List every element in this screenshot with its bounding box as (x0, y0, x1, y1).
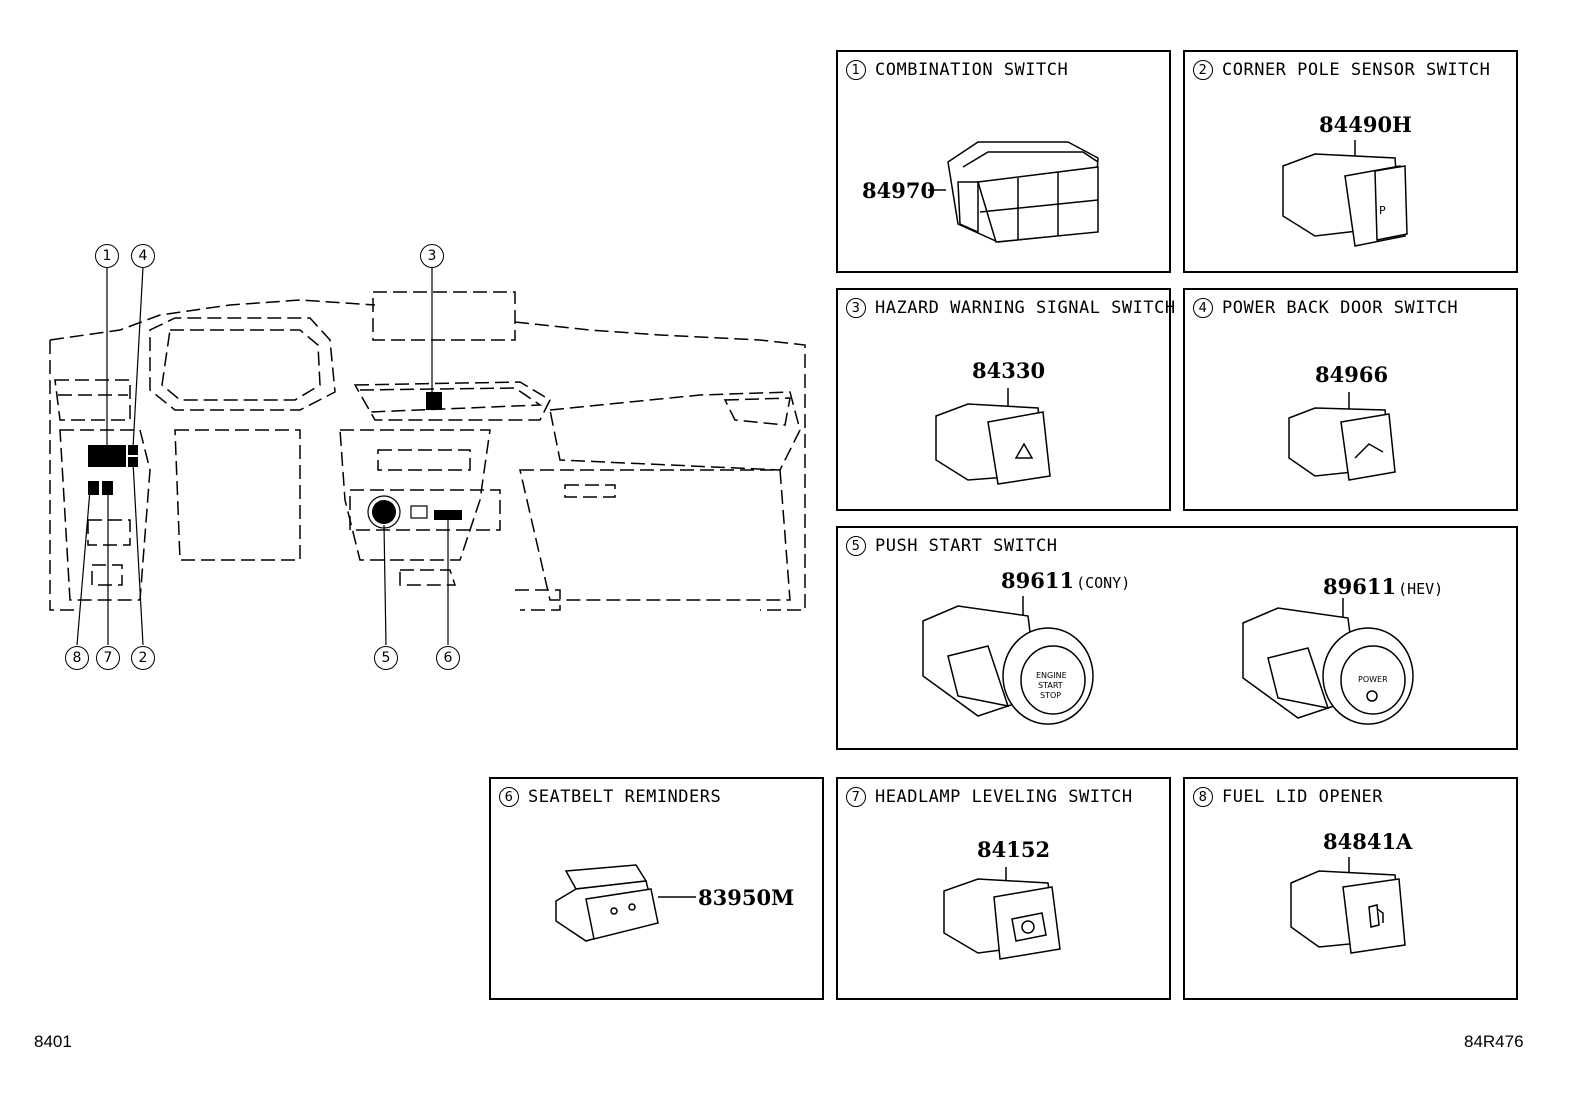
panel-title: 4 POWER BACK DOOR SWITCH (1193, 298, 1458, 318)
power-back-door-switch-illustration (1288, 392, 1396, 481)
panel-title-text: HEADLAMP LEVELING SWITCH (875, 787, 1133, 807)
panel-number: 4 (1193, 298, 1213, 318)
panel-number: 6 (499, 787, 519, 807)
svg-text:ENGINE: ENGINE (1036, 671, 1067, 680)
panel-seatbelt-reminders: 6 SEATBELT REMINDERS 83950M (489, 777, 824, 1000)
svg-text:P: P (1379, 204, 1386, 217)
panel-title-text: FUEL LID OPENER (1222, 787, 1384, 807)
part-number-cony: 89611(CONY) (1001, 568, 1130, 593)
panel-title: 3 HAZARD WARNING SIGNAL SWITCH (846, 298, 1176, 318)
footer-right-code: 84R476 (1464, 1032, 1524, 1051)
callout-8: 8 (65, 646, 89, 670)
panel-title-text: PUSH START SWITCH (875, 536, 1058, 556)
svg-text:POWER: POWER (1358, 675, 1388, 684)
panel-title: 7 HEADLAMP LEVELING SWITCH (846, 787, 1133, 807)
push-start-switch-hev-illustration: POWER (1242, 598, 1414, 725)
panel-number: 1 (846, 60, 866, 80)
callout-7: 7 (96, 646, 120, 670)
fuel-lid-opener-illustration (1290, 857, 1406, 954)
svg-text:STOP: STOP (1040, 691, 1061, 700)
push-start-switch-cony-illustration: ENGINE START STOP (922, 596, 1094, 725)
hazard-switch-illustration (935, 388, 1051, 485)
panel-title-text: POWER BACK DOOR SWITCH (1222, 298, 1459, 318)
part-number: 84490H (1319, 112, 1412, 137)
panel-title-text: SEATBELT REMINDERS (528, 787, 722, 807)
panel-number: 2 (1193, 60, 1213, 80)
callout-1: 1 (95, 244, 119, 268)
variant-label: (CONY) (1076, 574, 1131, 592)
footer-left-code: 8401 (34, 1032, 72, 1051)
panel-push-start-switch: 5 PUSH START SWITCH 89611(CONY) 89611(HE… (836, 526, 1518, 750)
panel-title: 1 COMBINATION SWITCH (846, 60, 1068, 80)
part-number: 84841A (1323, 829, 1413, 854)
part-number: 84330 (972, 358, 1046, 383)
part-number: 84966 (1315, 362, 1389, 387)
corner-pole-sensor-switch-illustration: P (1282, 140, 1408, 247)
variant-label: (HEV) (1398, 580, 1444, 598)
panel-power-back-door-switch: 4 POWER BACK DOOR SWITCH 84966 (1183, 288, 1518, 511)
panel-number: 5 (846, 536, 866, 556)
panel-title: 6 SEATBELT REMINDERS (499, 787, 721, 807)
combination-switch-illustration (928, 141, 1099, 243)
panel-title-text: COMBINATION SWITCH (875, 60, 1069, 80)
callout-3: 3 (420, 244, 444, 268)
part-number: 84152 (977, 837, 1051, 862)
part-number-hev: 89611(HEV) (1323, 574, 1443, 599)
panel-title: 8 FUEL LID OPENER (1193, 787, 1383, 807)
panel-headlamp-leveling-switch: 7 HEADLAMP LEVELING SWITCH 84152 (836, 777, 1171, 1000)
svg-text:START: START (1038, 681, 1063, 690)
callout-5: 5 (374, 646, 398, 670)
seatbelt-reminder-illustration (555, 864, 696, 942)
panel-fuel-lid-opener: 8 FUEL LID OPENER 84841A (1183, 777, 1518, 1000)
dashboard-overview-drawing (49, 266, 806, 646)
part-number-value: 89611 (1323, 574, 1397, 599)
headlamp-leveling-switch-illustration (943, 867, 1061, 960)
callout-4: 4 (131, 244, 155, 268)
panel-hazard-warning-signal-switch: 3 HAZARD WARNING SIGNAL SWITCH 84330 (836, 288, 1175, 511)
panel-corner-pole-sensor-switch: 2 CORNER POLE SENSOR SWITCH 84490H P (1183, 50, 1518, 273)
panel-title-text: CORNER POLE SENSOR SWITCH (1222, 60, 1491, 80)
panel-title-text: HAZARD WARNING SIGNAL SWITCH (875, 298, 1176, 318)
callout-2: 2 (131, 646, 155, 670)
panel-number: 7 (846, 787, 866, 807)
part-number-value: 89611 (1001, 568, 1075, 593)
part-number: 84970 (862, 178, 936, 203)
part-number: 83950M (698, 885, 795, 910)
panel-title: 2 CORNER POLE SENSOR SWITCH (1193, 60, 1490, 80)
panel-number: 8 (1193, 787, 1213, 807)
callout-6: 6 (436, 646, 460, 670)
panel-combination-switch: 1 COMBINATION SWITCH 84970 (836, 50, 1171, 273)
panel-number: 3 (846, 298, 866, 318)
panel-title: 5 PUSH START SWITCH (846, 536, 1058, 556)
